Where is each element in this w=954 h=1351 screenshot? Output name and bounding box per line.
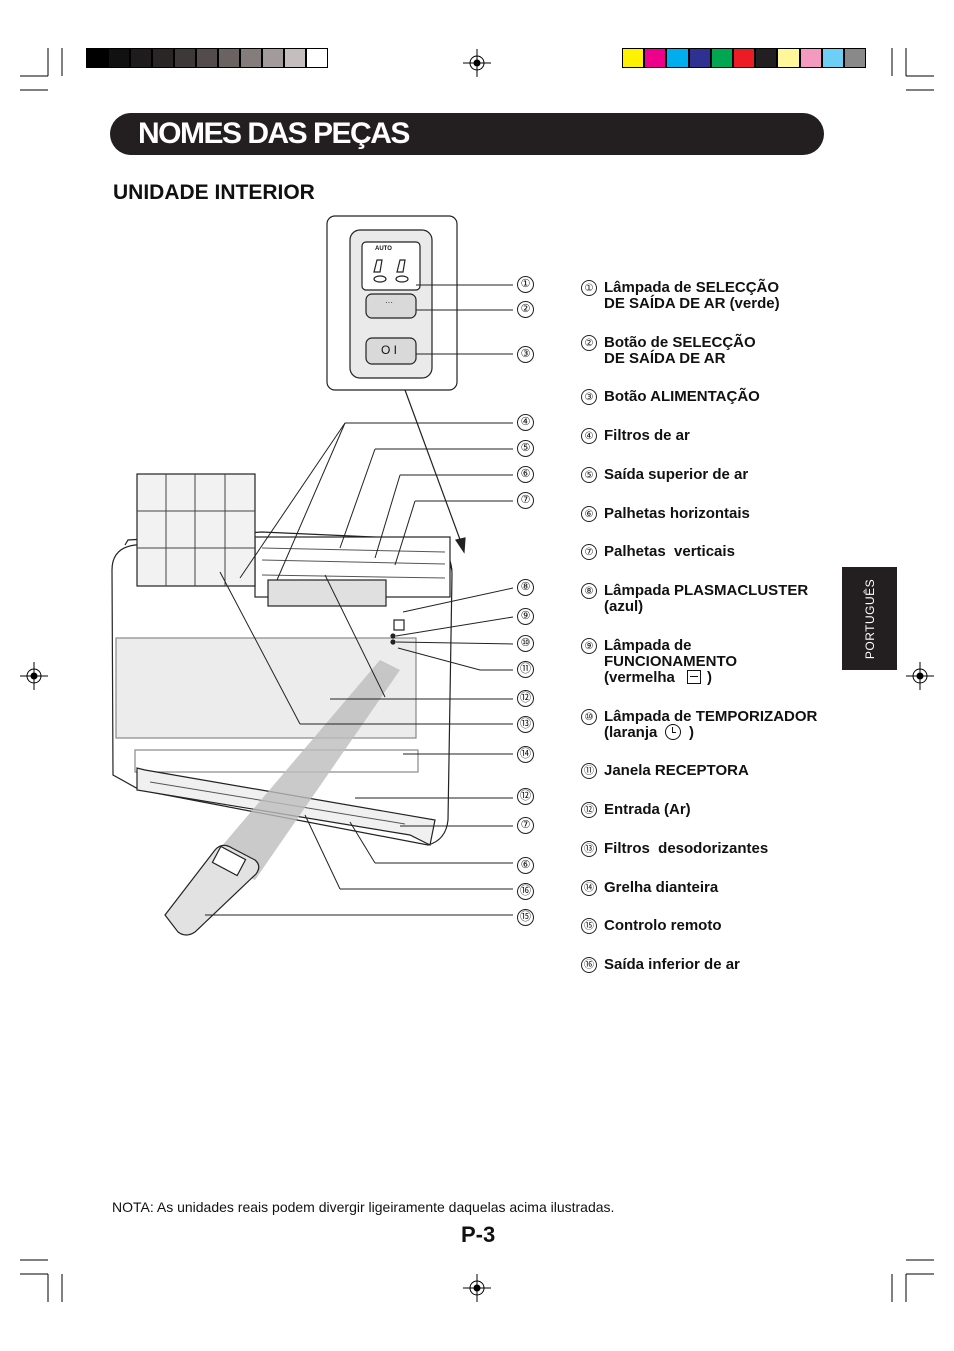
callout-number: ⑫ <box>517 788 534 805</box>
color-swatch <box>666 48 689 68</box>
language-tab-label: PORTUGUÊS <box>862 578 877 659</box>
part-number: ⑪ <box>581 763 597 779</box>
part-label: Botão ALIMENTAÇÃO <box>604 388 760 405</box>
part-number: ⑩ <box>581 709 597 725</box>
callout-number: ⑤ <box>517 440 534 457</box>
title-banner: NOMES DAS PEÇAS <box>110 113 824 155</box>
part-number: ⑯ <box>581 957 597 973</box>
color-swatch <box>644 48 667 68</box>
remote-control-shape <box>164 844 260 936</box>
closing-paren: ) <box>689 724 694 741</box>
page-title: NOMES DAS PEÇAS <box>138 117 410 150</box>
registration-mark-left <box>20 662 48 690</box>
callout-number: ④ <box>517 414 534 431</box>
part-label: Controlo remoto <box>604 917 722 934</box>
part-number: ⑥ <box>581 506 597 522</box>
color-swatch <box>755 48 778 68</box>
color-swatch <box>733 48 756 68</box>
panel-auto-label: AUTO <box>375 246 392 252</box>
part-label: Lâmpada de SELECÇÃO DE SAÍDA DE AR (verd… <box>604 279 780 312</box>
color-swatch <box>174 48 196 68</box>
callout-number: ⑥ <box>517 857 534 874</box>
callout-number: ⑮ <box>517 909 534 926</box>
color-swatch <box>240 48 262 68</box>
registration-mark-right <box>906 662 934 690</box>
color-swatch <box>777 48 800 68</box>
color-swatch <box>86 48 108 68</box>
part-number: ④ <box>581 428 597 444</box>
air-filter <box>136 473 256 587</box>
color-swatch <box>710 48 733 68</box>
part-label: Lâmpada PLASMACLUSTER (azul) <box>604 582 809 615</box>
color-swatch <box>262 48 284 68</box>
part-label: Lâmpada de FUNCIONAMENTO (vermelha <box>604 637 738 686</box>
color-swatch <box>306 48 328 68</box>
callout-number: ⑨ <box>517 608 534 625</box>
closing-paren: ) <box>707 669 712 686</box>
part-label: Grelha dianteira <box>604 879 719 896</box>
timer-clock-icon <box>665 724 681 740</box>
color-swatch <box>152 48 174 68</box>
color-swatch <box>799 48 822 68</box>
callout-number: ⑪ <box>517 661 534 678</box>
callout-number: ⑦ <box>517 492 534 509</box>
power-button-shape <box>365 337 417 365</box>
color-swatch <box>821 48 844 68</box>
color-swatch <box>218 48 240 68</box>
callout-number: ⑩ <box>517 635 534 652</box>
page-number: P-3 <box>461 1222 496 1247</box>
callout-number: ⑯ <box>517 883 534 900</box>
language-tab: PORTUGUÊS <box>842 567 897 670</box>
callout-number: ⑥ <box>517 466 534 483</box>
callout-number: ② <box>517 301 534 318</box>
part-label: Entrada (Ar) <box>604 801 691 818</box>
part-label: Saída superior de ar <box>604 466 749 483</box>
part-label: Filtros desodorizantes <box>604 840 769 857</box>
registration-mark-top <box>463 49 491 77</box>
part-label: Botão de SELECÇÃO DE SAÍDA DE AR <box>604 334 756 367</box>
note-text: NOTA: As unidades reais podem divergir l… <box>112 1199 615 1215</box>
part-number: ⑫ <box>581 802 597 818</box>
part-number: ② <box>581 335 597 351</box>
part-number: ⑭ <box>581 880 597 896</box>
callout-number: ⑫ <box>517 690 534 707</box>
part-label: Palhetas horizontais <box>604 505 750 522</box>
airflow-selector-button-shape <box>365 293 417 319</box>
part-number: ⑮ <box>581 918 597 934</box>
part-label: Lâmpada de TEMPORIZADOR (laranja <box>604 708 818 741</box>
section-title: UNIDADE INTERIOR <box>113 181 315 204</box>
callout-number: ⑦ <box>517 817 534 834</box>
part-number: ⑨ <box>581 638 597 654</box>
part-number: ③ <box>581 389 597 405</box>
panel-power-symbol: O I <box>381 343 398 357</box>
part-label: Janela RECEPTORA <box>604 762 749 779</box>
part-label: Filtros de ar <box>604 427 690 444</box>
callout-number: ⑭ <box>517 746 534 763</box>
color-swatch <box>844 48 867 68</box>
part-number: ⑧ <box>581 583 597 599</box>
color-swatch <box>108 48 130 68</box>
part-number: ⑤ <box>581 467 597 483</box>
callout-number: ⑬ <box>517 716 534 733</box>
operation-lamp-icon <box>687 670 701 684</box>
part-number: ① <box>581 280 597 296</box>
part-label: Palhetas verticais <box>604 543 735 560</box>
color-swatch <box>284 48 306 68</box>
color-swatch <box>622 48 645 68</box>
remote-beam <box>210 660 400 880</box>
part-number: ⑦ <box>581 544 597 560</box>
registration-mark-bottom <box>463 1274 491 1302</box>
callout-number: ③ <box>517 346 534 363</box>
panel-button-dots: ··· <box>385 298 393 307</box>
callout-number: ① <box>517 276 534 293</box>
callout-number: ⑧ <box>517 579 534 596</box>
color-swatch <box>688 48 711 68</box>
part-label: Saída inferior de ar <box>604 956 740 973</box>
color-swatch <box>130 48 152 68</box>
part-number: ⑬ <box>581 841 597 857</box>
color-swatch <box>196 48 218 68</box>
